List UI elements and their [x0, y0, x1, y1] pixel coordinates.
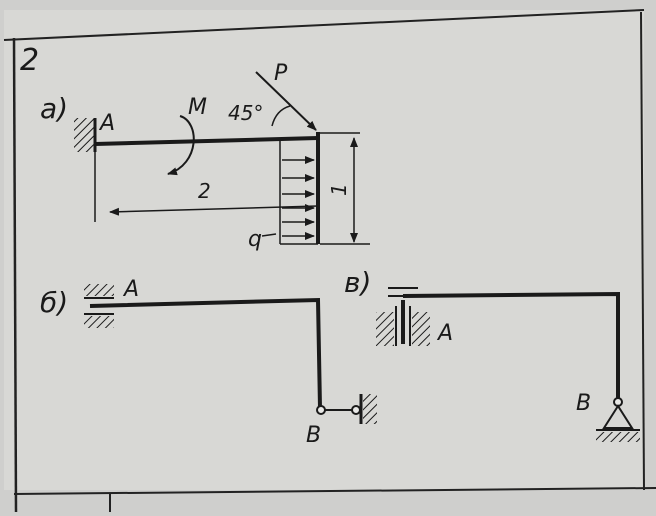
frame-bottom-line	[13, 487, 656, 495]
part-b-hinge-b	[316, 405, 326, 415]
part-a-angle-label: 45°	[228, 101, 263, 125]
part-b-support-hatch-bottom	[84, 316, 114, 328]
part-b-point-a: A	[122, 277, 139, 302]
part-b-link-hinge	[351, 405, 361, 415]
part-a-force-arrow	[255, 71, 317, 131]
part-a-force-label: P	[274, 61, 288, 86]
part-b-point-b: B	[306, 423, 321, 448]
part-a-moment-arrow	[167, 115, 195, 176]
part-v-frame	[402, 291, 620, 398]
part-a-point-a: A	[98, 111, 115, 136]
part-v-point-a: A	[436, 321, 453, 346]
part-a-length-horizontal: 2	[198, 179, 211, 203]
part-a-beam	[94, 136, 319, 146]
part-a-label: а)	[40, 92, 68, 125]
part-a-angle-arc	[271, 105, 291, 127]
frame-top-line	[3, 9, 645, 41]
part-a-length-vertical: 1	[327, 183, 351, 196]
part-b: б) A B	[40, 277, 377, 448]
part-v-support-hatch-left	[376, 312, 394, 346]
part-v-point-b: B	[576, 391, 591, 416]
part-v-label: в)	[344, 266, 371, 299]
part-a-moment-label: M	[188, 95, 207, 120]
frame-left-line	[12, 37, 18, 513]
part-a: а) A 2 1 q M P	[40, 61, 370, 252]
part-a-fixed-support-hatch	[74, 118, 94, 152]
part-v-pin-support	[602, 404, 634, 429]
part-v-support-hatch-right	[412, 312, 430, 346]
part-a-load-leader	[261, 233, 277, 237]
part-b-wall-hatch	[363, 394, 377, 424]
part-a-load-label: q	[248, 227, 262, 252]
part-v: в) A B	[344, 266, 640, 442]
part-b-support-hatch-top	[84, 284, 114, 296]
part-v-ground-hatch	[596, 432, 640, 442]
frame-right-line	[640, 11, 645, 491]
paper-sheet	[4, 10, 644, 490]
part-b-label: б)	[40, 286, 68, 319]
part-b-frame	[89, 297, 322, 409]
problem-number: 2	[20, 43, 39, 78]
part-a-dimension-line-horizontal	[109, 205, 319, 216]
